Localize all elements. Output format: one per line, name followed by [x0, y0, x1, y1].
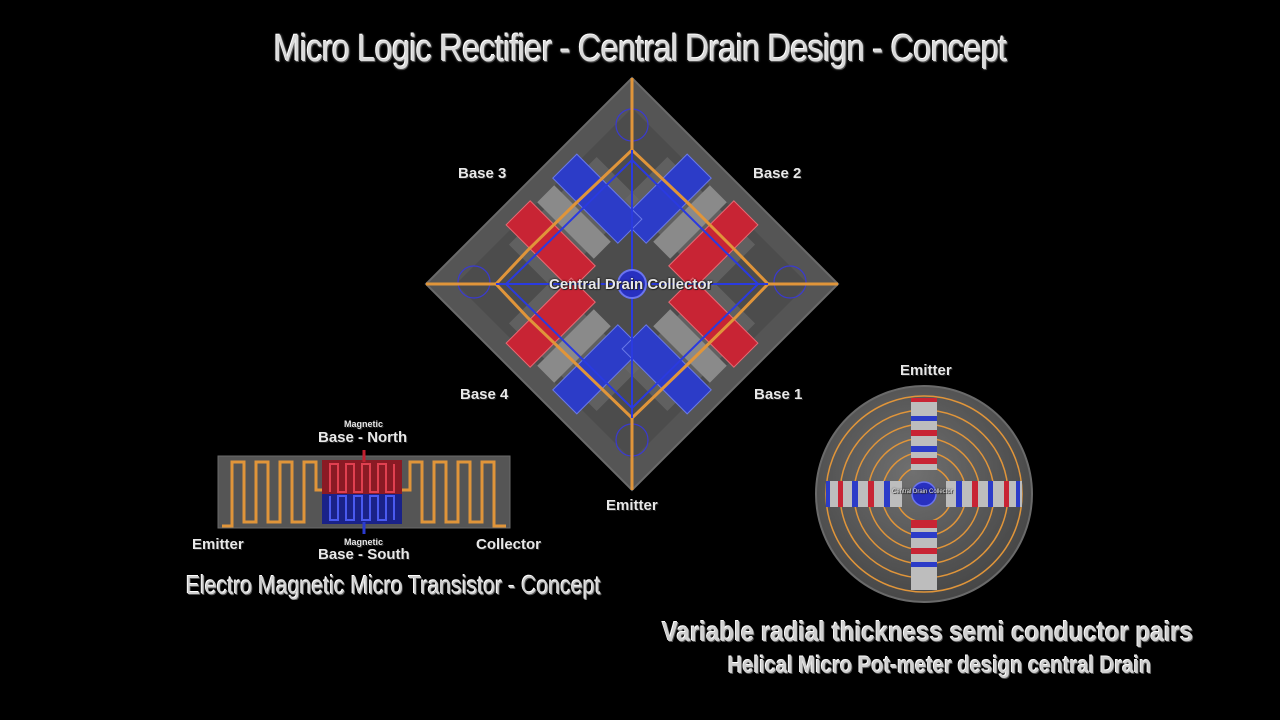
label-potmeter-center: Central Drain Collector [892, 489, 953, 495]
label-transistor-collector: Collector [476, 536, 542, 553]
label-magnetic-north: Magnetic [344, 419, 384, 429]
label-transistor-emitter: Emitter [192, 536, 244, 553]
label-base-2: Base 2 [753, 165, 802, 182]
page-title: Micro Logic Rectifier - Central Drain De… [273, 28, 1008, 70]
copper-traces [426, 78, 838, 490]
label-base-north: Base - North [318, 429, 408, 446]
quadrant-base-2 [621, 153, 759, 291]
potmeter-caption-2: Helical Micro Pot-meter design central D… [728, 652, 1152, 679]
central-drain [617, 269, 647, 299]
arm-left [826, 481, 902, 507]
label-central-drain: Central Drain Collector [549, 276, 713, 293]
label-base-1: Base 1 [754, 386, 803, 403]
arm-top [911, 398, 937, 470]
quadrant-base-3 [505, 153, 643, 291]
label-rectifier-emitter: Emitter [606, 497, 658, 514]
potmeter-drain [911, 481, 937, 507]
potmeter-caption-1: Variable radial thickness semi conductor… [662, 616, 1194, 647]
label-potmeter-emitter: Emitter [900, 362, 952, 379]
quadrant-base-4 [505, 277, 643, 415]
transistor-caption: Electro Magnetic Micro Transistor - Conc… [186, 570, 601, 600]
label-base-3: Base 3 [458, 165, 507, 182]
label-base-south: Base - South [318, 546, 410, 563]
north-coil [329, 463, 395, 493]
label-base-4: Base 4 [460, 386, 509, 403]
label-magnetic-south: Magnetic [344, 537, 384, 547]
arm-bottom [911, 520, 937, 590]
south-coil [329, 495, 395, 521]
emitter-meander [222, 460, 322, 528]
arm-right [946, 481, 1022, 507]
quadrant-base-1 [621, 277, 759, 415]
collector-meander [402, 460, 506, 528]
